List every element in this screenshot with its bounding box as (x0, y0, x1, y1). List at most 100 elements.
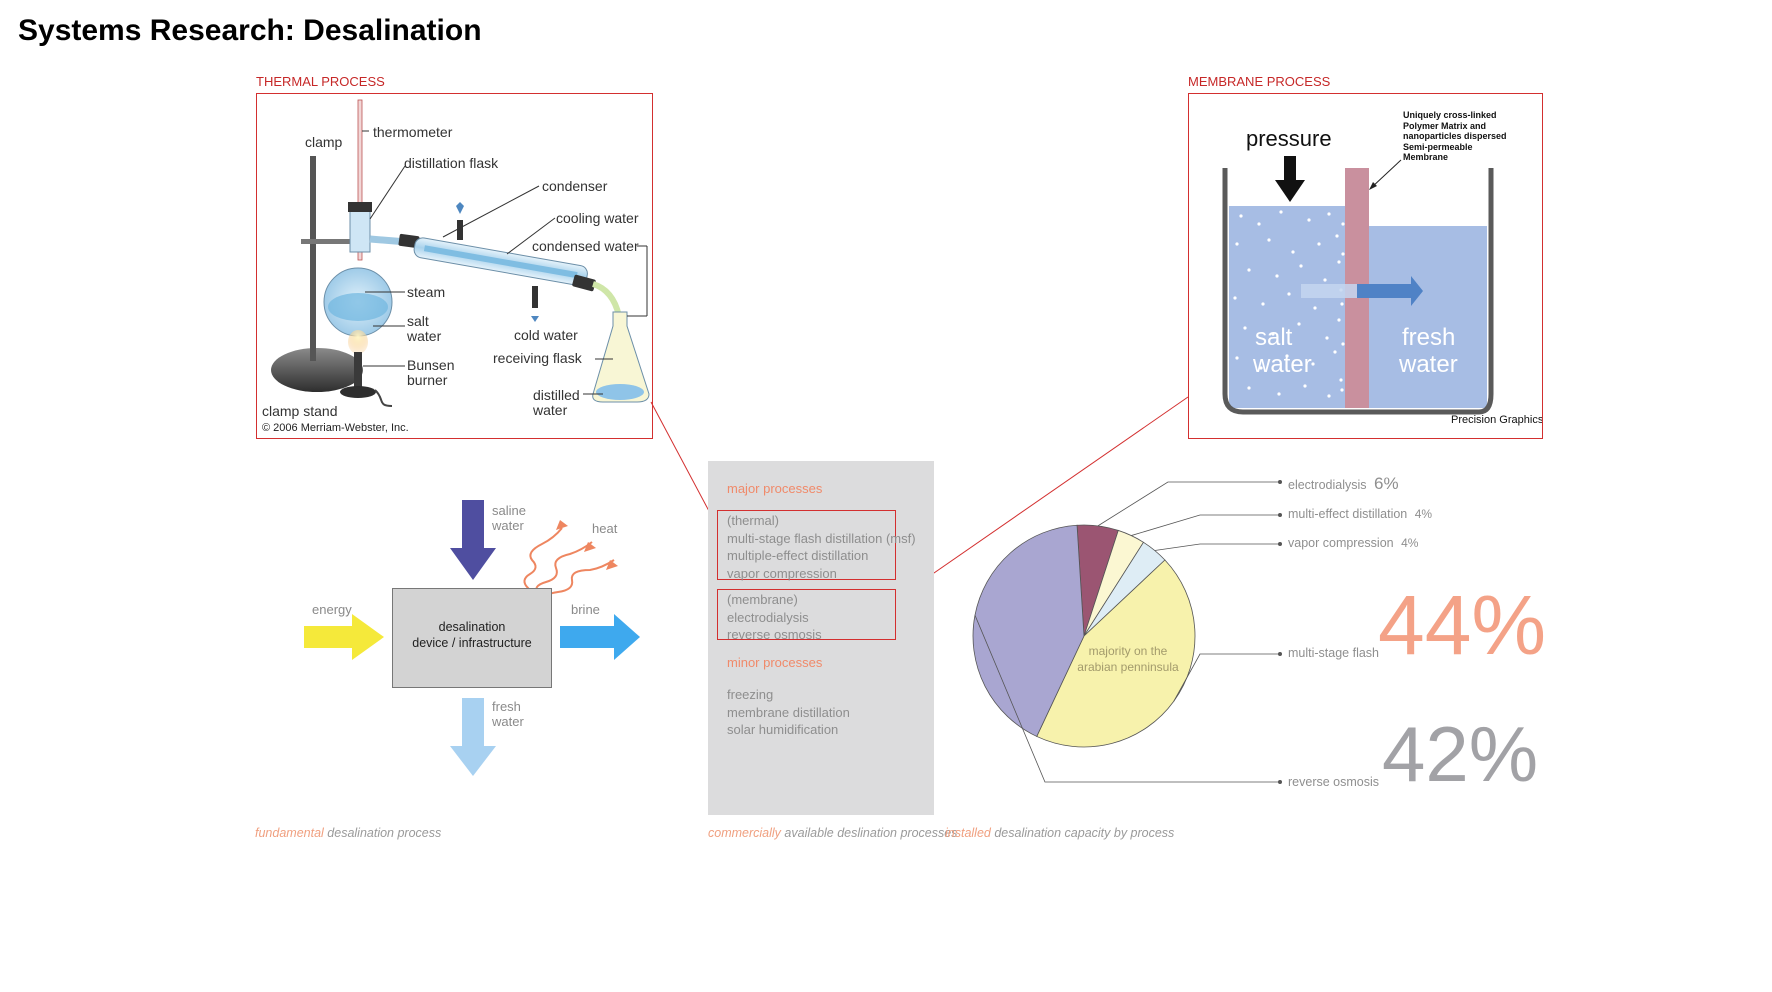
pie-leader-dot (1278, 652, 1282, 656)
pressure-label: pressure (1246, 126, 1332, 151)
thermal-processes-list: (thermal) multi-stage flash distillation… (727, 512, 916, 582)
pie-leader-dot (1278, 513, 1282, 517)
pie-leader-line (1154, 543, 1280, 551)
distilled-label: distilled (533, 387, 580, 403)
membrane-process-frame: pressure Uniquely cross-linked Polymer M… (1188, 93, 1543, 439)
distillation-flask-label: distillation flask (404, 155, 499, 171)
processes-caption: commercially available deslination proce… (708, 826, 957, 840)
thermal-processes-box (717, 510, 896, 580)
energy-label: energy (312, 602, 352, 617)
process-item: vapor compression (727, 565, 837, 581)
pie-inner-note-line: arabian penninsula (1077, 660, 1179, 674)
msf-percentage: 44% (1378, 578, 1547, 672)
fresh-water-label: water (492, 714, 524, 729)
legend-value: 4% (1414, 507, 1433, 521)
bunsen-label: Bunsen (407, 357, 455, 373)
fresh-label: fresh (1402, 324, 1456, 351)
caption-highlight: installed (945, 826, 991, 840)
process-item: freezing (727, 687, 774, 702)
copyright-label: © 2006 Merriam-Webster, Inc. (262, 422, 409, 434)
condensed-water-label: condensed water (532, 238, 639, 254)
caption-highlight: fundamental (255, 826, 324, 840)
precision-graphics-credit: Precision Graphics (1451, 414, 1543, 426)
minor-processes-heading: minor processes (727, 655, 823, 670)
device-label-line2: device / infrastructure (412, 636, 532, 650)
cold-water-label: cold water (514, 327, 578, 343)
burner-label: burner (407, 372, 448, 388)
saline-water-label: water (492, 518, 524, 533)
legend-reverse-osmosis: reverse osmosis (1288, 775, 1379, 789)
fresh-label: fresh (492, 699, 521, 714)
caption-rest: available deslination processes (780, 826, 958, 840)
process-list-panel (708, 461, 934, 815)
legend-value: 4% (1401, 536, 1419, 550)
process-item: multiple-effect distillation (727, 548, 869, 563)
cooling-water-label: cooling water (556, 210, 639, 226)
process-item: electrodialysis (727, 609, 809, 625)
membrane-processes-list: (membrane) electrodialysis reverse osmos… (727, 591, 822, 644)
pie-slice-reverse-osmosis (972, 524, 1085, 737)
stand-base-icon (271, 348, 363, 392)
process-item: reverse osmosis (727, 627, 822, 642)
flow-arrow-icon (1411, 276, 1423, 306)
distilled-water-label: water (533, 402, 568, 418)
process-item: solar humidification (727, 722, 839, 737)
legend-vapor-compression: vapor compression 4% (1288, 536, 1418, 550)
brine-arrow-icon (614, 614, 640, 660)
membrane-processes-box (717, 589, 896, 640)
pie-leader-dot (1278, 542, 1282, 546)
caption-highlight: commercially (708, 826, 781, 840)
fresh-water-arrow-icon (450, 746, 496, 776)
thermometer-label: thermometer (373, 124, 453, 140)
membrane-note-line: nanoparticles dispersed (1403, 131, 1507, 141)
membrane-note-line: Polymer Matrix and (1403, 120, 1487, 131)
salt-water-label: water (407, 328, 442, 344)
salt-label: salt (407, 313, 429, 329)
pie-leader-line (1173, 653, 1280, 702)
pie-leader-line (1131, 514, 1280, 536)
legend-name: multi-effect distillation (1288, 507, 1408, 521)
membrane-note-line: Membrane (1403, 152, 1449, 162)
legend-electrodialysis: electrodialysis 6% (1288, 474, 1399, 494)
salt-label: salt (1255, 324, 1293, 351)
salt-water-label: water (1253, 351, 1312, 378)
distillation-apparatus-illustration (271, 99, 650, 407)
page-title: Systems Research: Desalination (18, 14, 482, 47)
membrane-note-line: Uniquely cross-linked (1403, 110, 1497, 120)
caption-rest: desalination process (323, 826, 442, 840)
salt-particles (1233, 210, 1345, 398)
pie-inner-note: majority on the arabian penninsula (1063, 643, 1193, 675)
saline-arrow-icon (450, 548, 496, 580)
process-item: (membrane) (727, 592, 798, 607)
clamp-label: clamp (305, 134, 343, 150)
membrane-tank-illustration (1222, 156, 1494, 415)
capacity-pie-chart (972, 480, 1282, 784)
receiving-flask-label: receiving flask (493, 350, 582, 366)
legend-multi-effect: multi-effect distillation 4% (1288, 507, 1432, 521)
energy-arrow-icon (352, 614, 384, 660)
membrane-note: Uniquely cross-linked Polymer Matrix and… (1403, 110, 1507, 163)
process-item: multi-stage flash distillation (msf) (727, 530, 916, 546)
bunsen-burner-icon (354, 352, 362, 388)
clamp-stand-label: clamp stand (262, 403, 338, 419)
process-item: (thermal) (727, 513, 780, 528)
pie-leader-line (1097, 481, 1280, 527)
pie-leader-dot (1278, 480, 1282, 484)
membrane-note-line: Semi-permeable (1403, 141, 1473, 152)
legend-name: electrodialysis (1288, 478, 1367, 492)
fundamental-caption: fundamental desalination process (255, 826, 441, 840)
desalination-device-box: desalination device / infrastructure (392, 588, 552, 688)
legend-name: vapor compression (1288, 536, 1394, 550)
tank-icon (1222, 168, 1494, 415)
stand-rod-icon (310, 156, 316, 361)
minor-processes-list: freezing membrane distillation solar hum… (727, 686, 850, 739)
fresh-water-label: water (1399, 351, 1458, 378)
thermometer-icon (357, 99, 363, 261)
process-item: membrane distillation (727, 704, 850, 720)
condenser-icon (413, 237, 588, 286)
condenser-label: condenser (542, 178, 608, 194)
pressure-arrow-icon (1275, 180, 1305, 202)
major-processes-heading: major processes (727, 481, 823, 496)
membrane-process-label: MEMBRANE PROCESS (1188, 74, 1331, 89)
